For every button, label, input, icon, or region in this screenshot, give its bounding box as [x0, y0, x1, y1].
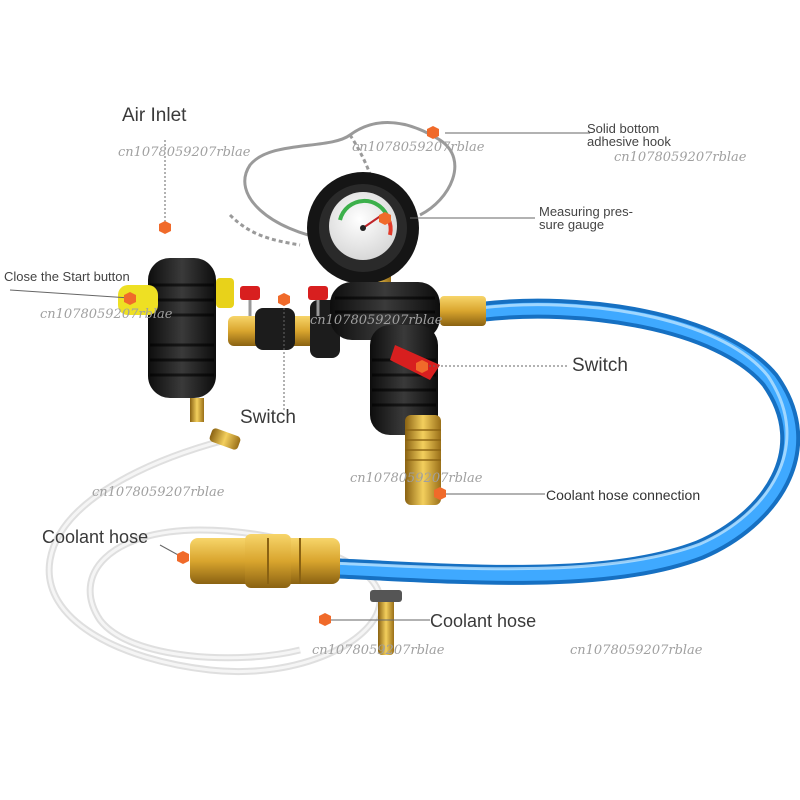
watermark: cn1078059207rblae [40, 307, 173, 322]
label-coolant-hose-connection: Coolant hose connection [546, 487, 701, 503]
callout-markers [124, 126, 446, 626]
label-measuring-1: Measuring pres- [539, 204, 633, 219]
small-brass-fittings [209, 428, 402, 655]
label-measuring-2: sure gauge [539, 217, 605, 232]
watermark: cn1078059207rblae [92, 485, 225, 500]
label-solid-bottom-1: Solid bottom [587, 121, 660, 136]
blue-coolant-hose [320, 298, 800, 585]
watermark: cn1078059207rblae [614, 150, 747, 165]
pressure-gauge [307, 172, 419, 290]
watermark: cn1078059207rblae [352, 140, 485, 155]
label-solid-bottom-2: adhesive hook [587, 134, 671, 149]
watermark: cn1078059207rblae [350, 471, 483, 486]
callout-lines [9, 132, 590, 621]
label-switch-right: Switch [572, 355, 628, 376]
label-air-inlet: Air Inlet [122, 105, 187, 126]
hanging-chain [228, 121, 457, 247]
watermark: cn1078059207rblae [570, 643, 703, 658]
air-inlet-valve-body [118, 258, 234, 422]
watermark: cn1078059207rblae [118, 145, 251, 160]
brass-quick-coupler [190, 534, 340, 588]
label-coolant-hose-left: Coolant hose [42, 527, 149, 547]
label-close-start-button: Close the Start button [4, 269, 130, 284]
right-valve-body [330, 282, 486, 505]
watermark: cn1078059207rblae [310, 313, 443, 328]
label-coolant-hose-bottom: Coolant hose [430, 611, 537, 631]
label-switch-left: Switch [240, 407, 296, 428]
middle-switch-assembly [228, 286, 340, 358]
watermark: cn1078059207rblae [312, 643, 445, 658]
